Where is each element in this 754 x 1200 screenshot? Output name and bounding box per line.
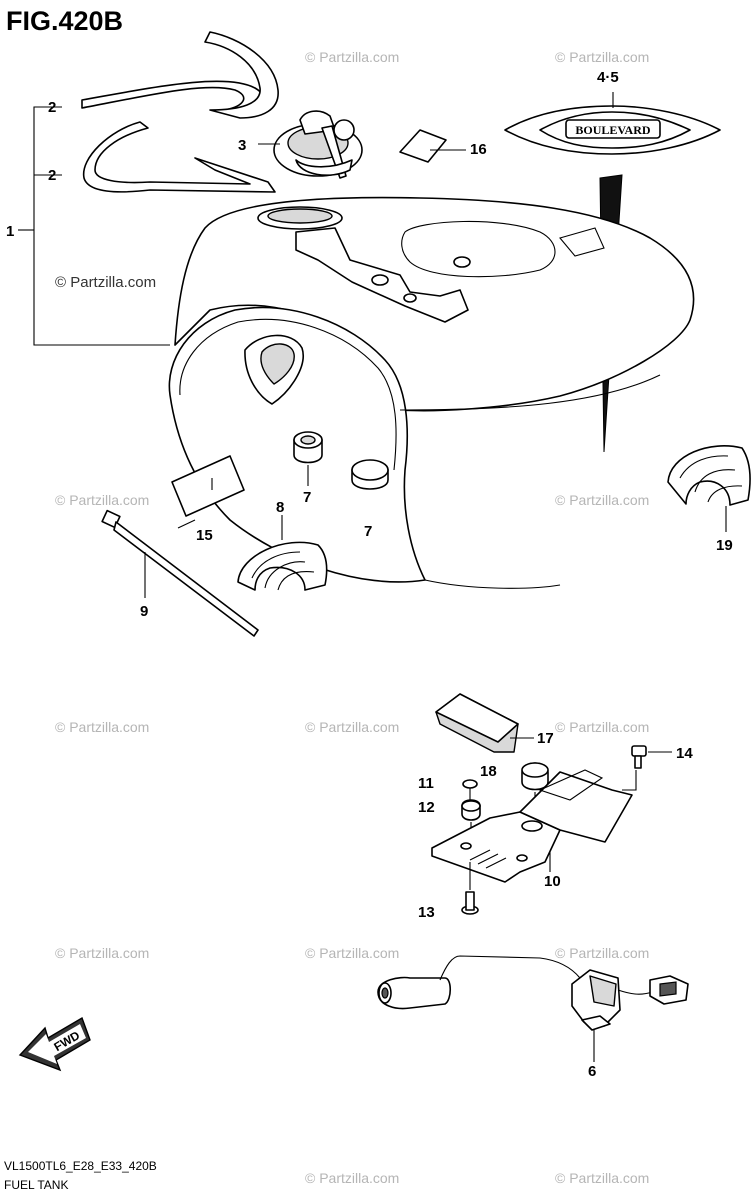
callout-10: 10 <box>544 873 561 890</box>
callout-19: 19 <box>716 537 733 554</box>
callout-16: 16 <box>470 141 487 158</box>
callout-2-upper: 2 <box>48 99 56 116</box>
bolt-14 <box>631 745 672 769</box>
tank-emblem: BOULEVARD <box>504 92 721 155</box>
grommet-7-left <box>293 431 323 486</box>
cushion-17 <box>435 693 534 753</box>
bolt-13 <box>461 862 479 915</box>
callout-15: 15 <box>196 527 213 544</box>
fuel-level-gauge <box>377 955 689 1062</box>
callout-7-left: 7 <box>303 489 311 506</box>
leader-lines <box>177 143 280 529</box>
cap-7-right <box>351 459 389 490</box>
watermark-2: © Partzilla.com <box>555 49 649 65</box>
callout-numbers: 1 2 2 3 4·5 6 7 7 8 9 10 11 12 13 14 15 … <box>6 69 733 1080</box>
callout-12: 12 <box>418 799 435 816</box>
label-15-graphic <box>171 455 245 517</box>
watermark-6: © Partzilla.com <box>55 492 149 508</box>
watermark-10: © Partzilla.com <box>305 719 399 735</box>
stripe-lower-graphic <box>82 121 276 193</box>
emblem-text: BOULEVARD <box>575 123 650 137</box>
part-1-bracket <box>18 106 170 346</box>
watermark-8: © Partzilla.com <box>555 492 649 508</box>
watermark-11: © Partzilla.com <box>555 719 649 735</box>
callout-8: 8 <box>276 499 284 516</box>
label-16-graphic <box>399 129 466 163</box>
watermark-9: © Partzilla.com <box>55 719 149 735</box>
cable-tie <box>101 509 259 637</box>
callout-7-right: 7 <box>364 523 372 540</box>
watermark-13: © Partzilla.com <box>305 945 399 961</box>
stripe-upper-graphic <box>81 31 279 119</box>
callout-18: 18 <box>480 763 497 780</box>
watermark-15: © Partzilla.com <box>305 1170 399 1186</box>
watermark-16: © Partzilla.com <box>555 1170 649 1186</box>
fuel-tank-body <box>168 196 695 589</box>
callout-6: 6 <box>588 1063 596 1080</box>
callout-17: 17 <box>537 730 554 747</box>
forward-arrow: FWD <box>18 1016 91 1072</box>
figure-subtitle: FUEL TANK <box>4 1178 68 1192</box>
fuel-cap <box>273 110 363 179</box>
cushion-19 <box>667 445 751 532</box>
watermark-1: © Partzilla.com <box>305 49 399 65</box>
rubber-18 <box>521 762 549 820</box>
washer-11 <box>462 779 478 800</box>
callout-11: 11 <box>418 775 434 792</box>
watermark-3: © Partzilla.com <box>55 274 156 291</box>
callout-13: 13 <box>418 904 435 921</box>
model-code: VL1500TL6_E28_E33_420B <box>4 1159 157 1173</box>
figure-title: FIG.420B <box>6 6 123 36</box>
bracket-10 <box>431 769 637 883</box>
callout-3: 3 <box>238 137 246 154</box>
watermark-12: © Partzilla.com <box>55 945 149 961</box>
callout-2-lower: 2 <box>48 167 56 184</box>
watermark-14: © Partzilla.com <box>555 945 649 961</box>
callout-4-5: 4·5 <box>597 69 619 86</box>
callout-9: 9 <box>140 603 148 620</box>
callout-1: 1 <box>6 223 14 240</box>
callout-14: 14 <box>676 745 693 762</box>
cushion-8 <box>237 515 328 591</box>
